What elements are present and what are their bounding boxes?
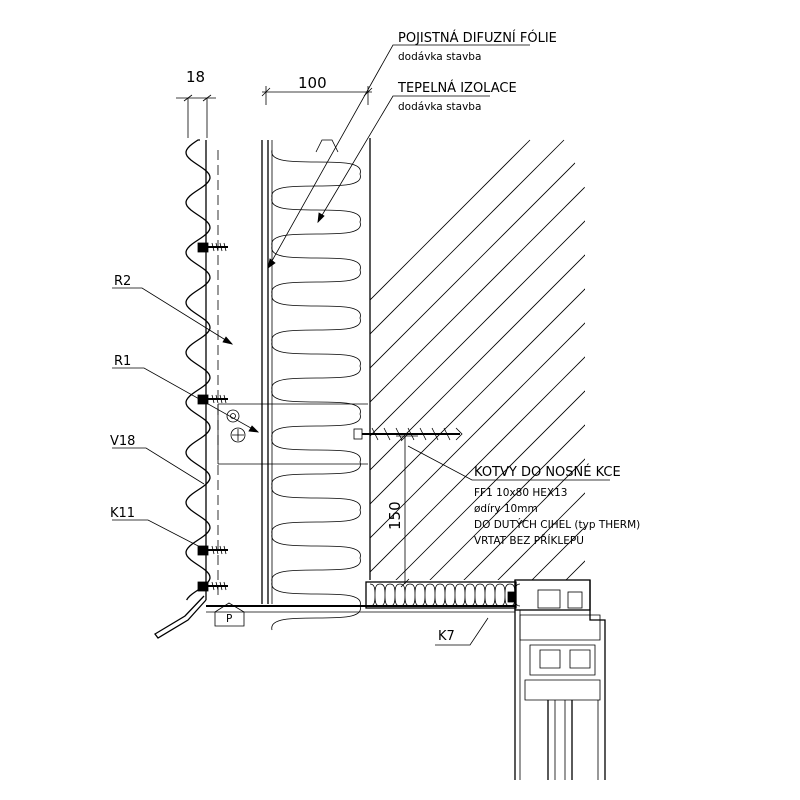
screw-icon (197, 394, 228, 405)
dimension-cladding-gap-value: 18 (186, 68, 205, 86)
label-anchor-title: KOTVY DO NOSNÉ KCE (474, 464, 621, 480)
marker-p: P (214, 602, 245, 627)
bracket-bolt-icon (230, 427, 246, 443)
screw-icon (197, 581, 228, 592)
label-insulation-note: dodávka stavba (398, 101, 481, 113)
label-anchor-line4: VRTAT BEZ PŘÍKLEPU (474, 534, 584, 547)
dimension-insulation-value: 100 (298, 74, 327, 92)
label-r1: R1 (114, 354, 131, 369)
corrugated-cladding (154, 139, 211, 639)
label-membrane: POJISTNÁ DIFUZNÍ FÓLIE (398, 30, 557, 46)
label-membrane-note: dodávka stavba (398, 51, 481, 63)
window-head-soffit (206, 581, 521, 613)
label-anchor-line3: DO DUTÝCH CIHEL (typ THERM) (474, 518, 640, 531)
label-insulation: TEPELNÁ IZOLACE (397, 80, 517, 96)
wall-anchor (353, 427, 463, 441)
leader-lines (112, 44, 610, 646)
label-anchor-line2: ødíry 10mm (474, 503, 538, 515)
dimension-cladding-gap (176, 94, 216, 138)
label-r2: R2 (114, 274, 131, 289)
dimension-insulation (261, 86, 373, 105)
cladding-screws (197, 242, 228, 592)
label-p: P (226, 613, 232, 625)
label-v18: V18 (110, 434, 135, 449)
subframe-rails (205, 140, 368, 604)
label-k11: K11 (110, 506, 135, 521)
masonry-wall (315, 138, 585, 580)
bracket-bolt-icon (226, 409, 240, 423)
screw-icon (197, 242, 228, 253)
label-k7: K7 (438, 629, 455, 644)
thermal-insulation (267, 140, 361, 631)
label-anchor-line1: FF1 10x80 HEX13 (474, 487, 567, 499)
dimension-anchor-offset-value: 150 (386, 501, 404, 530)
window-frame (507, 579, 606, 780)
screw-icon (197, 545, 228, 556)
dimension-anchor-offset (396, 432, 418, 588)
